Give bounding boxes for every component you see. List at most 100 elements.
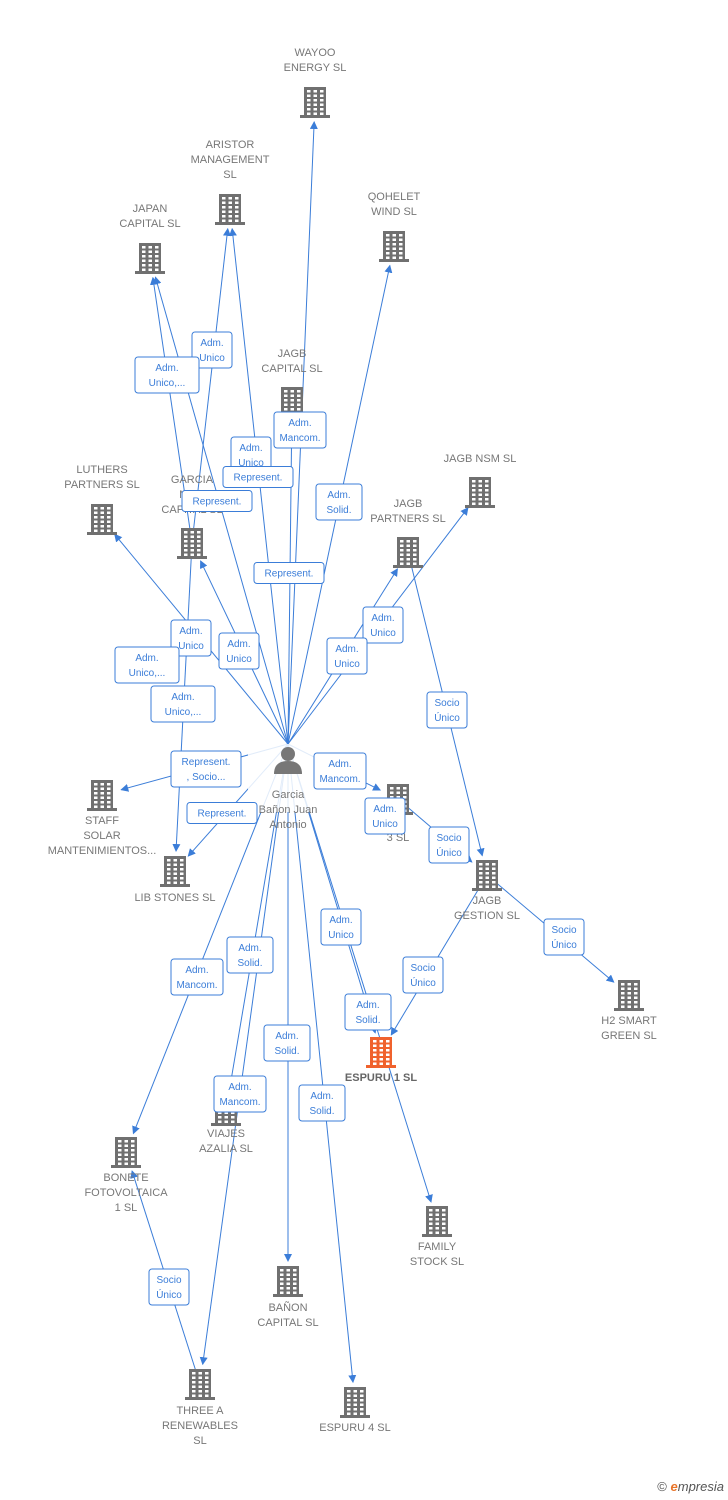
edge-label[interactable]: Adm.Unico <box>170 619 212 657</box>
company-label-staff: MANTENIMIENTOS... <box>48 845 157 857</box>
edge-label[interactable]: Adm.Unico <box>218 632 260 670</box>
edge-label-text: Adm. <box>335 644 358 655</box>
edge-label-text: Único <box>551 938 577 951</box>
edge-label[interactable]: Adm.Unico <box>364 797 406 835</box>
company-node-wayoo[interactable]: WAYOO ENERGY SL <box>284 47 347 118</box>
company-label-threea: SL <box>193 1435 206 1447</box>
edge-label[interactable]: Adm.Solid. <box>344 993 392 1031</box>
building-icon <box>614 980 644 1011</box>
edge-label-text: Adm. <box>185 965 208 976</box>
edge-label[interactable]: Adm.Solid. <box>315 483 363 521</box>
edge-label-text: Adm. <box>200 338 223 349</box>
edge-label-text: Socio <box>436 833 461 844</box>
company-label-wayoo: ENERGY SL <box>284 62 347 74</box>
edge-label-text: Mancom. <box>279 433 320 444</box>
company-label-japan: JAPAN <box>133 203 168 215</box>
edge-label[interactable]: Adm. Mancom. <box>313 752 367 790</box>
empresia-logo[interactable]: © empresia <box>657 1479 724 1494</box>
building-icon <box>366 1037 396 1068</box>
brand-name: mpresia <box>677 1479 724 1494</box>
edge-label[interactable]: Represent., Socio... <box>170 750 242 788</box>
edge-label-text: Unico <box>328 930 354 941</box>
company-node-staff[interactable]: STAFFSOLARMANTENIMIENTOS... <box>48 780 157 857</box>
edge-label-text: Mancom. <box>319 774 360 785</box>
company-label-espuru4: ESPURU 4 SL <box>319 1422 391 1434</box>
company-node-jagbnsm[interactable]: JAGB NSM SL <box>444 453 517 508</box>
edge-label-text: Unico,... <box>149 378 186 389</box>
edge-jagbgest-espuru1 <box>390 874 488 1036</box>
company-label-bonete: BONETE <box>103 1172 148 1184</box>
edge-label-text: Mancom. <box>176 980 217 991</box>
edge-label-text: Adm. <box>371 613 394 624</box>
edge-label-text: Único <box>156 1288 182 1301</box>
edge-label-text: Unico <box>372 819 398 830</box>
company-label-threea: RENEWABLES <box>162 1420 238 1432</box>
edge-label-text: Adm. <box>179 626 202 637</box>
edge-label[interactable]: Adm.Solid. <box>263 1024 311 1062</box>
company-node-libstones[interactable]: LIB STONES SL <box>134 856 216 904</box>
edge-label[interactable]: Represent. <box>186 802 258 824</box>
edge-label[interactable]: Adm.Solid. <box>226 936 274 974</box>
edge-label-text: Unico <box>370 628 396 639</box>
edge-label-text: Adm. <box>135 653 158 664</box>
company-label-viajes: AZALIA SL <box>199 1143 253 1155</box>
edge-label[interactable]: Represent. <box>222 466 294 488</box>
building-icon <box>111 1137 141 1168</box>
edge-label[interactable]: Adm. Unico <box>362 606 404 644</box>
building-icon <box>87 504 117 535</box>
edge-label-text: Mancom. <box>219 1097 260 1108</box>
edge-label[interactable]: Adm.Unico,... <box>150 685 216 723</box>
edge-label[interactable]: Adm.Mancom. <box>273 411 327 449</box>
edge-label[interactable]: Represent. <box>181 490 253 512</box>
edge-label-text: Solid. <box>355 1015 380 1026</box>
edge-label[interactable]: Adm.Unico <box>230 436 272 474</box>
nodes-layer: WAYOO ENERGY SL ARISTORMANAGEMENTSLJAPANCA… <box>48 47 657 1447</box>
edge-label[interactable]: Adm.Unico <box>320 908 362 946</box>
company-label-family: STOCK SL <box>410 1256 464 1268</box>
edge-label-text: Solid. <box>326 505 351 516</box>
company-label-garciamor: GARCIA <box>171 474 214 486</box>
building-icon <box>465 477 495 508</box>
edge-label[interactable]: Adm. Mancom. <box>170 958 224 996</box>
person-name-line: Antonio <box>269 819 306 831</box>
edge-label[interactable]: Adm.Solid. <box>298 1084 346 1122</box>
edge-label[interactable]: Adm.Unico <box>326 637 368 675</box>
company-label-family: FAMILY <box>418 1241 457 1253</box>
edge-label[interactable]: Adm.Unico,... <box>114 646 180 684</box>
company-node-espuru4[interactable]: ESPURU 4 SL <box>319 1387 391 1434</box>
building-icon <box>135 243 165 274</box>
company-label-viajes: VIAJES <box>207 1128 245 1140</box>
edge-label[interactable]: Represent. <box>253 562 325 584</box>
building-icon <box>340 1387 370 1418</box>
company-label-aristor: SL <box>223 169 236 181</box>
edge-label-text: Adm. <box>171 692 194 703</box>
company-node-garciamor[interactable]: GARCIAMORCAPITAL SL <box>161 474 223 559</box>
building-icon <box>300 87 330 118</box>
company-node-espuru1[interactable]: ESPURU 1 SL <box>345 1037 417 1084</box>
edge-label[interactable]: Adm.Unico <box>191 331 233 369</box>
edge-label[interactable]: Adm.Mancom. <box>213 1075 267 1113</box>
company-label-qohelet: WIND SL <box>371 206 417 218</box>
company-node-family[interactable]: FAMILY STOCK SL <box>410 1206 464 1268</box>
edge-label-text: Adm. <box>275 1031 298 1042</box>
edge-label-text: Adm. <box>328 759 351 770</box>
edge-label[interactable]: Adm.Unico,... <box>134 356 200 394</box>
building-icon <box>379 231 409 262</box>
company-label-wayoo: WAYOO <box>295 47 336 59</box>
